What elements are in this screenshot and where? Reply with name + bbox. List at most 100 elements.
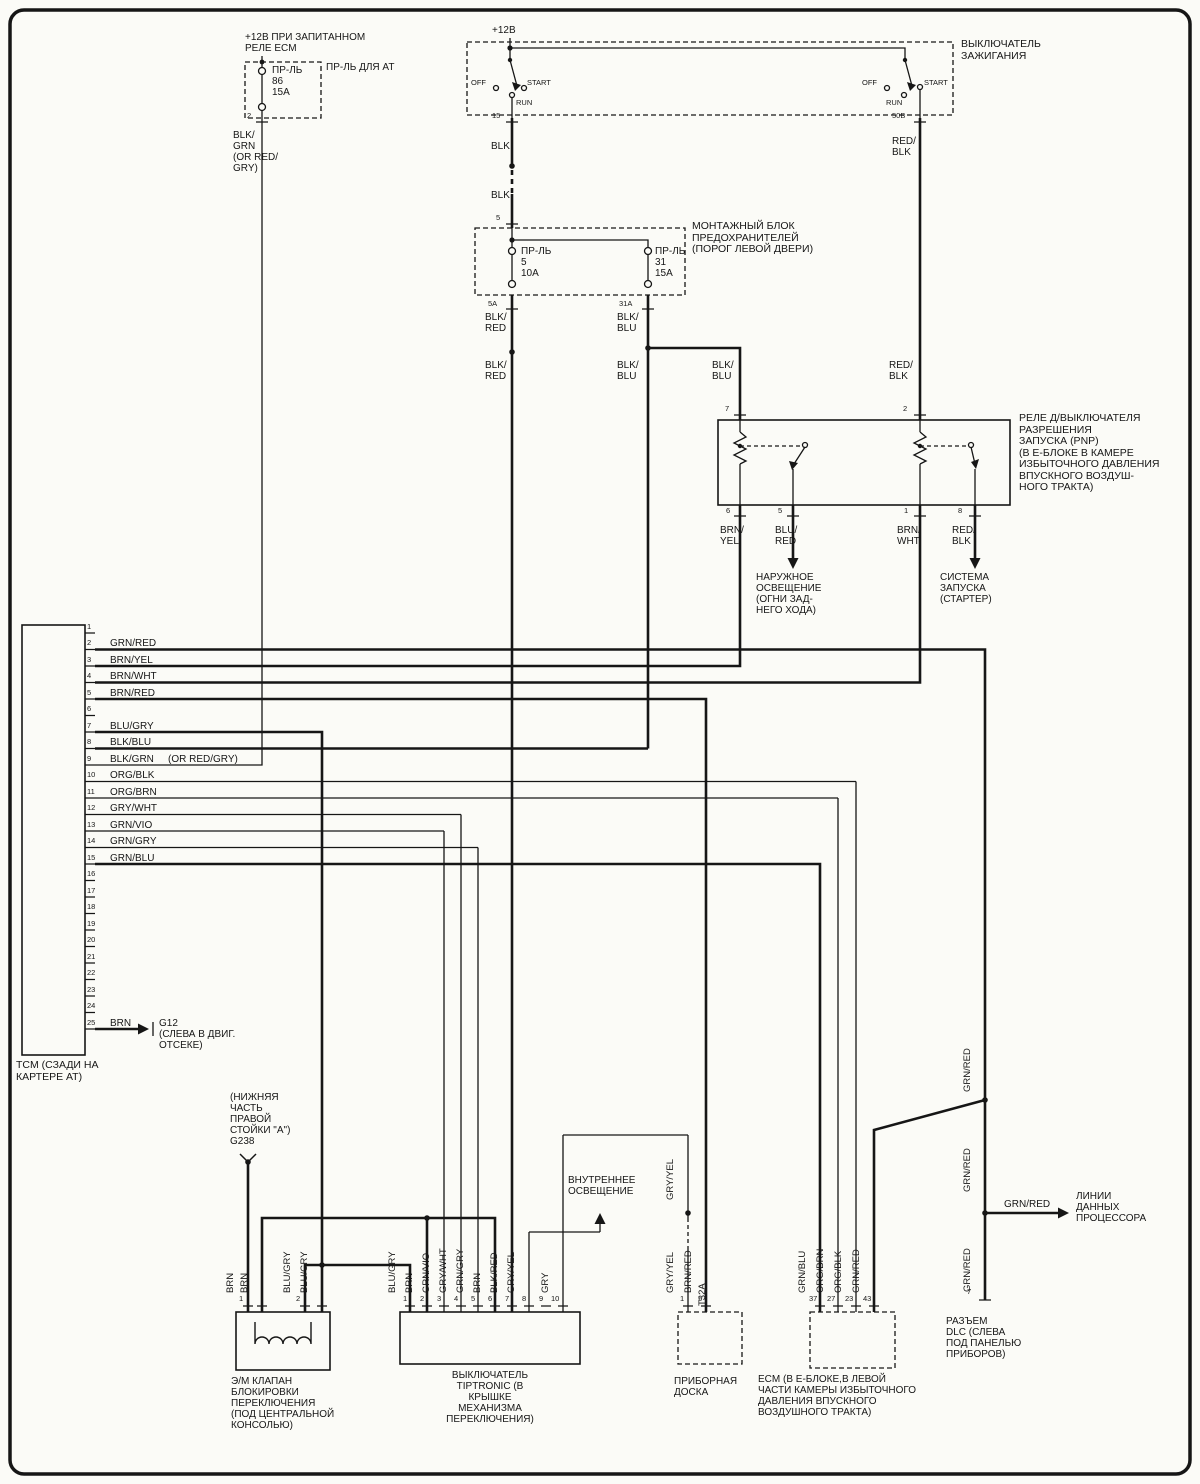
- tcm-pin-14-wire: GRN/GRY: [110, 836, 157, 847]
- wire-blk-blu-label-2: BLK/ BLU: [617, 360, 639, 382]
- wire-grn-red-main: [95, 648, 987, 1300]
- tcm-pin-12: 12: [87, 803, 96, 812]
- tiptronic-wire-4: GRY/WHT: [438, 1248, 449, 1293]
- tcm-pin-15: 15: [87, 853, 96, 862]
- tiptronic-pin-4: 4: [454, 1294, 459, 1303]
- tcm-title: TCM (СЗАДИ НА КАРТЕРЕ АТ): [16, 1059, 99, 1083]
- tcm-pin-ticks: [85, 632, 95, 1030]
- tiptronic-pin-8: 8: [522, 1294, 527, 1303]
- ecm-connector-box: [809, 1311, 896, 1369]
- arrow-ign-right: [907, 82, 916, 91]
- dlc-pin-7: 7: [967, 1287, 972, 1296]
- arrowheads: [138, 82, 1069, 1224]
- tcm-pin-19: 19: [87, 919, 96, 928]
- fuse31-terminal-bottom: [643, 279, 653, 289]
- wire-grn-red-v3: GRN/RED: [962, 1248, 973, 1292]
- tiptronic-wire-6: BRN: [472, 1272, 483, 1293]
- tcm-pin-23: 23: [87, 985, 96, 994]
- tcm-pin-12-wire: GRY/WHT: [110, 803, 158, 814]
- relay-switch-right: [970, 446, 976, 505]
- arrow-interior-light: [594, 1213, 606, 1224]
- arrow-exterior-lighting: [787, 558, 799, 569]
- tiptronic-pin-5: 5: [471, 1294, 476, 1303]
- tcm-pin-6: 6: [87, 704, 92, 713]
- tcm-pin-8-wire: BLK/BLU: [110, 737, 152, 748]
- tcm-pin-2-wire: GRN/RED: [110, 638, 157, 649]
- at-fuse-terminal-top: [257, 66, 267, 76]
- upper-pin-ticks: [256, 121, 991, 1301]
- tiptronic-label: ВЫКЛЮЧАТЕЛЬ TIPTRONIC (В КРЫШКЕ МЕХАНИЗМ…: [446, 1370, 534, 1425]
- wire-brn-yel-label: BRN/ YEL: [720, 525, 744, 547]
- tcm-pin-13: 13: [87, 820, 96, 829]
- tcm-pin-13-wire: GRN/VIO: [110, 820, 153, 831]
- tcm-pin-9: 9: [87, 754, 92, 763]
- tcm-connector-box: [21, 624, 86, 1056]
- relay-title: РЕЛЕ Д/ВЫКЛЮЧАТЕЛЯ РАЗРЕШЕНИЯ ЗАПУСКА (P…: [1019, 412, 1160, 493]
- tiptronic-pin-7: 7: [505, 1294, 510, 1303]
- dlc-label: РАЗЪЕМ DLC (СЛЕВА ПОД ПАНЕЛЬЮ ПРИБОРОВ): [946, 1316, 1022, 1360]
- ecm-pin-43: 43: [863, 1294, 872, 1303]
- tcm-pin-18: 18: [87, 902, 96, 911]
- ecm-wire-grnred: GRN/RED: [851, 1249, 862, 1293]
- ecm-wire-orgbrn: ORG/BRN: [815, 1248, 826, 1293]
- fuse31-out-pin: 31А: [619, 299, 633, 308]
- solenoid-wire-brn-1: BRN: [225, 1272, 236, 1293]
- wire-grn-red-v1: GRN/RED: [962, 1048, 973, 1092]
- fuse-panel-entry-pin: 5: [496, 213, 501, 222]
- fuse5-terminal-bottom: [507, 279, 517, 289]
- relay-pin-5: 5: [778, 506, 783, 515]
- tiptronic-wire-3: GRN/VIO: [421, 1252, 432, 1293]
- at-fuse-terminal-bottom: [257, 102, 267, 112]
- relay-output-stubs: [791, 505, 977, 558]
- tcm-pin-4: 4: [87, 671, 92, 680]
- solenoid-wire-blugry-2: BLU/GRY: [299, 1251, 310, 1293]
- ign-right-off-contact: [883, 84, 891, 92]
- panel-wire-gryyel-upper: GRY/YEL: [665, 1158, 676, 1200]
- tcm-pin-4-wire: BRN/WHT: [110, 671, 157, 682]
- g238-label: (НИЖНЯЯ ЧАСТЬ ПРАВОЙ СТОЙКИ "А") G238: [230, 1092, 291, 1147]
- tiptronic-pin-3: 3: [437, 1294, 442, 1303]
- tiptronic-wire-2: BRN: [404, 1272, 415, 1293]
- tcm-pin-15-wire: GRN/BLU: [110, 853, 155, 864]
- wires-thin: [95, 38, 976, 1312]
- tiptronic-wire-8: GRY/YEL: [506, 1251, 517, 1293]
- at-fuse-rating: ПР-ЛЬ 86 15А: [272, 65, 303, 98]
- wire-grn-vio: [95, 830, 445, 1312]
- fuse5-out-pin: 5А: [488, 299, 498, 308]
- ign-left-run-label: RUN: [516, 98, 533, 107]
- tcm-pin-11: 11: [87, 787, 95, 796]
- wire-grn-red-v2: GRN/RED: [962, 1148, 973, 1192]
- arrow-data-lines: [1058, 1207, 1069, 1219]
- instrument-panel-box: [677, 1311, 743, 1365]
- tcm-pin-21: 21: [87, 952, 96, 961]
- wire-grn-blu: [95, 862, 822, 1312]
- wire-grn-red-ecm: [872, 1098, 986, 1312]
- panel-pin-1: 1: [680, 1294, 685, 1303]
- tiptronic-pin-9: 9: [539, 1294, 544, 1303]
- wire-org-brn: [95, 797, 839, 1312]
- tcm-pin-10-wire: ORG/BLK: [110, 770, 155, 781]
- wire-brn-wht: [95, 505, 922, 684]
- fuse5-terminal-top: [507, 246, 517, 256]
- arrow-ign-left: [512, 82, 521, 91]
- ign-left-run-contact: [508, 91, 516, 99]
- tcm-pin-2: 2: [87, 638, 92, 647]
- ignition-switch-arm-left: [509, 59, 518, 118]
- relay-contact-right: [967, 441, 975, 449]
- tcm-pin-7-wire: BLU/GRY: [110, 721, 154, 732]
- tcm-pin-1: 1: [87, 622, 92, 631]
- tiptronic-box: [399, 1311, 581, 1365]
- tcm-pin-25-wire: BRN: [110, 1018, 132, 1029]
- tcm-pin-22: 22: [87, 968, 96, 977]
- wire-grn-gry: [95, 846, 479, 1312]
- wire-red-blk-label-1: RED/ BLK: [892, 136, 916, 158]
- fuse31-rating: ПР-ЛЬ 31 15А: [655, 246, 686, 279]
- arrow-g12: [138, 1023, 149, 1035]
- tcm-pin-25: 25: [87, 1018, 96, 1027]
- relay-pin-7: 7: [725, 404, 730, 413]
- at-fuse-wire-label: BLK/ GRN (OR RED/ GRY): [233, 130, 278, 174]
- tcm-pin-9-wire-alt: (OR RED/GRY): [168, 754, 238, 765]
- pnp-relay-box: [717, 419, 1011, 506]
- relay-resistor-right: [912, 420, 928, 505]
- wire-blk-label-1: BLK: [491, 141, 510, 152]
